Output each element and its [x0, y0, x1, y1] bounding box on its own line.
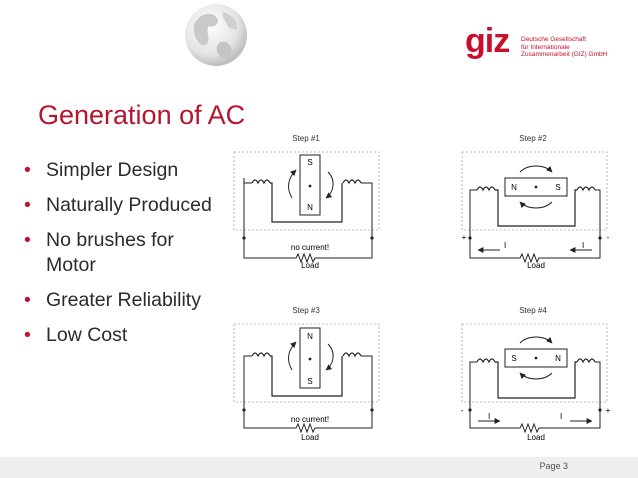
page-number: Page 3: [539, 461, 568, 471]
magnet-pole-bottom: N: [307, 203, 313, 212]
bullet-dot-icon: •: [24, 289, 31, 311]
footer-band: [0, 457, 638, 478]
step-1-diagram: Step #1 S N no current! Load: [233, 134, 380, 270]
bullet-list: •Simpler Design •Naturally Produced •No …: [24, 158, 229, 358]
step-2-diagram: Step #2 N S + - I I Load: [461, 134, 610, 270]
status-text: no current!: [291, 415, 329, 424]
bullet-dot-icon: •: [24, 229, 31, 251]
giz-logo: giz Deutsche Gesellschaft für Internatio…: [463, 22, 613, 68]
current-label: I: [504, 241, 506, 250]
bullet-dot-icon: •: [24, 159, 31, 181]
step-label: Step #2: [519, 134, 547, 143]
magnet-pole-left: N: [511, 183, 517, 192]
load-label: Load: [527, 433, 545, 442]
step-label: Step #3: [292, 306, 320, 315]
bullet-item: •Naturally Produced: [24, 194, 212, 216]
polarity-left: -: [461, 406, 464, 415]
polarity-right: -: [607, 233, 610, 242]
globe-graphic: [185, 4, 247, 66]
giz-logo-text: Deutsche Gesellschaft für Internationale…: [521, 36, 608, 58]
current-label: I: [582, 241, 584, 250]
giz-logo-mark: giz: [465, 22, 510, 60]
current-label: I: [560, 412, 562, 421]
bullet-item: •No brushes for Motor: [24, 229, 174, 276]
magnet-pole-top: N: [307, 332, 313, 341]
polarity-right: +: [606, 406, 611, 415]
load-label: Load: [301, 261, 319, 270]
current-label: I: [488, 412, 490, 421]
load-label: Load: [301, 433, 319, 442]
bullet-dot-icon: •: [24, 324, 31, 346]
polarity-left: +: [462, 233, 467, 242]
slide-title: Generation of AC: [38, 100, 246, 130]
bullet-item: •Greater Reliability: [24, 289, 201, 311]
magnet-pole-bottom: S: [307, 377, 312, 386]
magnet-pole-right: N: [555, 354, 561, 363]
step-3-diagram: Step #3 N S no current! Load: [233, 306, 380, 442]
step-label: Step #4: [519, 306, 547, 315]
status-text: no current!: [291, 243, 329, 252]
magnet-pole-right: S: [555, 183, 560, 192]
magnet-pole-top: S: [307, 158, 312, 167]
bullet-item: •Low Cost: [24, 324, 128, 346]
step-label: Step #1: [292, 134, 320, 143]
step-4-diagram: Step #4 S N - + I I Load: [461, 306, 611, 442]
bullet-dot-icon: •: [24, 194, 31, 216]
load-label: Load: [527, 261, 545, 270]
magnet-pole-left: S: [511, 354, 516, 363]
bullet-item: •Simpler Design: [24, 159, 179, 181]
